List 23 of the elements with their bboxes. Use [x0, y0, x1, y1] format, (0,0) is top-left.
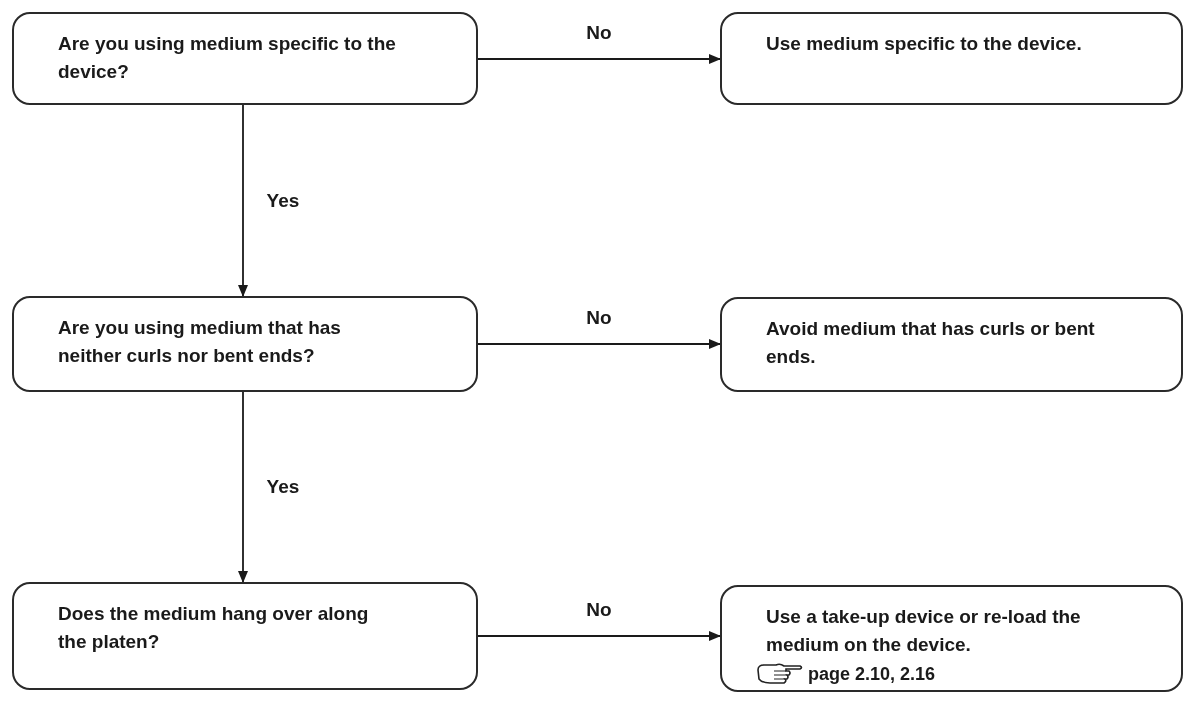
arrow: [477, 339, 721, 349]
arrow: [477, 631, 721, 641]
edge-label: Yes: [266, 474, 300, 499]
box-text: Use medium specific to the device.: [766, 32, 1083, 56]
box-text: Does the medium hang over along the platen?: [58, 602, 370, 654]
page-reference: page 2.10, 2.16: [808, 663, 936, 686]
arrow: [238, 391, 248, 583]
process-box: [12, 582, 478, 690]
box-text: Are you using medium that has neither curls nor bent ends?: [58, 316, 342, 368]
edge-label: No: [586, 597, 612, 622]
box-text: Are you using medium specific to the device?: [58, 32, 397, 84]
process-box: [12, 296, 478, 392]
process-box: [720, 12, 1183, 105]
box-text: Avoid medium that has curls or bent ends.: [766, 317, 1096, 369]
edge-label: No: [586, 20, 612, 45]
arrow: [477, 54, 721, 64]
process-box: [12, 12, 478, 105]
box-text: Use a take-up device or re-load the medium on the device.: [766, 605, 1082, 657]
edge-label: No: [586, 305, 612, 330]
edge-label: Yes: [266, 188, 300, 213]
arrow: [238, 104, 248, 297]
process-box: [720, 297, 1183, 392]
process-box: [720, 585, 1183, 692]
